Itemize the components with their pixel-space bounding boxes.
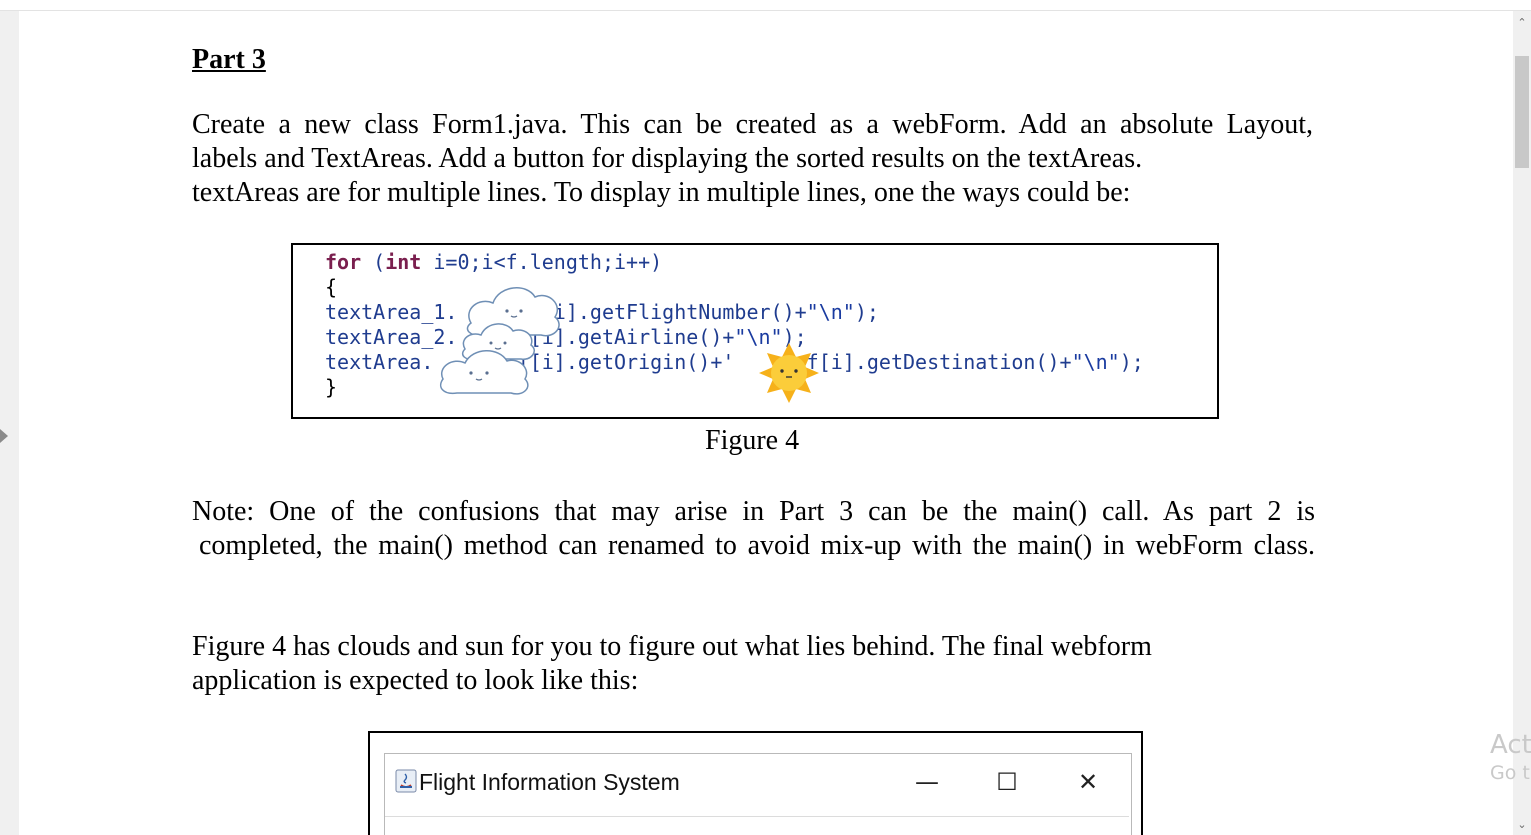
paragraph-line: textAreas are for multiple lines. To dis… [192,177,1131,208]
section-heading: Part 3 [192,44,266,75]
code-figure: for (int i=0;i<f.length;i++) { textArea_… [291,243,1219,419]
scrollbar-thumb[interactable] [1515,56,1529,168]
paragraph-closing: Figure 4 has clouds and sun for you to f… [192,630,1252,698]
code-text: textArea. [325,350,434,374]
paragraph-line: Create a new class Form1.java. This can … [192,109,1313,140]
watermark-line: Act [1490,730,1531,760]
code-text: ); [782,325,807,349]
cloud-icon [439,350,529,395]
minimize-button[interactable]: — [915,768,939,796]
scroll-up-icon[interactable]: ⌃ [1517,16,1527,29]
sun-icon [759,343,819,403]
vertical-scrollbar[interactable]: ⌃ ⌄ [1513,11,1531,835]
code-text: ( [361,250,386,274]
code-brace: } [325,375,338,399]
top-edge [0,0,1531,11]
paragraph-line: completed, the main() method can renamed… [199,530,1315,561]
paragraph-note: Note: One of the confusions that may ari… [192,495,1315,563]
code-text: ); [1119,350,1144,374]
code-string: "\n" [806,300,855,324]
document-page: Part 3 Create a new class Form1.java. Th… [19,11,1513,835]
code-snippet: for (int i=0;i<f.length;i++) { textArea_… [325,250,1144,400]
java-app-icon [395,769,417,793]
code-text: (f[i].getOrigin()+' [505,350,735,374]
code-string: "\n" [734,325,783,349]
paragraph-line: Figure 4 has clouds and sun for you to f… [192,631,1152,662]
code-text: textArea_2. [325,325,458,349]
paragraph-line: application is expected to look like thi… [192,665,639,696]
scroll-down-icon[interactable]: ⌄ [1517,818,1527,831]
app-window: Flight Information System — ☐ ✕ [384,753,1132,835]
cloud-icon [466,287,560,337]
code-brace: { [325,275,338,299]
maximize-button[interactable]: ☐ [996,768,1018,796]
code-keyword: for [325,250,362,274]
window-content-edge [385,816,1129,817]
code-text: ); [854,300,879,324]
code-text: textArea_1. [325,300,458,324]
cloud-sun-overlay [439,287,819,403]
app-screenshot-frame: Flight Information System — ☐ ✕ [368,731,1143,835]
watermark-line: Go t [1490,762,1530,784]
figure-caption: Figure 4 [705,425,800,456]
expand-arrow-icon[interactable] [0,429,8,443]
code-text: i=0;i<f.length;i++) [421,250,663,274]
activation-watermark: Act Go t [1490,730,1531,784]
paragraph-line: Note: One of the confusions that may ari… [192,496,1315,527]
close-button[interactable]: ✕ [1077,768,1099,796]
window-title: Flight Information System [419,769,680,795]
left-gutter [0,11,19,835]
paragraph-line: labels and TextAreas. Add a button for d… [192,143,1143,174]
code-keyword: int [385,250,422,274]
paragraph-intro: Create a new class Form1.java. This can … [192,108,1313,210]
code-text: f[i].getFlightNumber()+ [529,300,807,324]
code-string: "\n" [1071,350,1120,374]
code-text: "+f[i].getDestination()+ [782,350,1072,374]
